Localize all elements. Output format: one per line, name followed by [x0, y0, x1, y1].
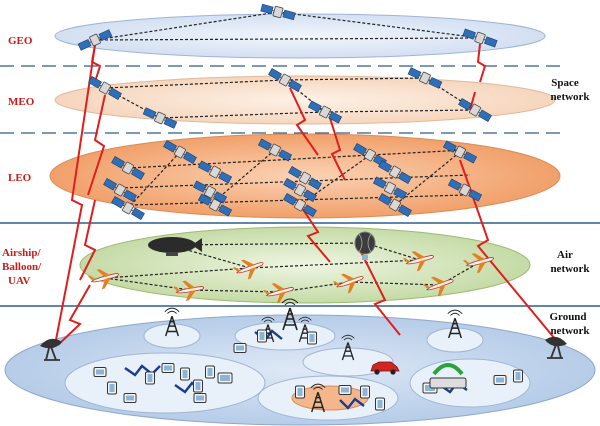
satellite-icon — [288, 166, 322, 190]
ground-cell-left — [64, 352, 266, 414]
satellite-icon — [372, 176, 408, 200]
device-icon — [360, 385, 370, 399]
device-icon — [295, 385, 305, 399]
label-airship: Airship/ — [2, 247, 41, 259]
label-air: Air — [557, 249, 573, 261]
aircraft-icon — [462, 253, 494, 274]
device-icon — [180, 367, 190, 381]
satellite-icon — [88, 76, 122, 100]
device-icon — [145, 371, 155, 385]
balloon-icon — [354, 231, 376, 260]
device-icon — [193, 393, 207, 403]
satellite-icon — [257, 138, 293, 162]
ground-station-dish-icon — [40, 338, 62, 361]
device-icon — [123, 393, 137, 403]
label-space-network: network — [550, 91, 590, 103]
label-uav: UAV — [8, 275, 30, 287]
device-icon — [205, 365, 215, 379]
aircraft-icon — [173, 280, 205, 301]
device-icon — [193, 379, 203, 393]
satellite-icon — [442, 140, 478, 164]
device-icon — [513, 369, 523, 383]
label-air-network: network — [550, 263, 590, 275]
satellite-icon — [197, 193, 233, 217]
satellite-icon — [283, 193, 317, 217]
ground-cell-right — [409, 358, 531, 408]
aircraft-icon — [262, 283, 294, 304]
device-icon — [338, 385, 352, 395]
label-balloon: Balloon/ — [2, 261, 42, 273]
label-leo: LEO — [8, 172, 32, 184]
satellite-icon — [197, 160, 233, 184]
device-icon — [93, 367, 107, 377]
label-ground: Ground — [549, 311, 586, 323]
satellite-icon — [307, 100, 343, 124]
label-ground-network: network — [550, 325, 590, 337]
label-geo: GEO — [8, 35, 33, 47]
satellites — [77, 3, 498, 220]
device-icon — [257, 329, 267, 343]
aircraft-icon — [402, 251, 434, 272]
satellite-icon — [353, 143, 387, 167]
label-meo: MEO — [8, 96, 35, 108]
device-icon — [375, 397, 385, 411]
cell-tower-icon — [310, 383, 326, 413]
ground-cell-small — [143, 323, 201, 349]
ground-cell-vehicle — [302, 347, 394, 377]
satellite-icon — [378, 160, 412, 184]
device-icon — [217, 372, 233, 384]
satellite-icon — [283, 178, 317, 202]
vehicle-icon — [370, 361, 400, 375]
geo-orbit-plane — [54, 13, 546, 59]
ground-cell-right-top — [426, 327, 484, 353]
satellite-icon — [111, 156, 145, 180]
cell-tower-icon — [341, 334, 355, 361]
satellite-icon — [268, 68, 302, 92]
aircraft-icon — [87, 269, 119, 290]
laptop-icon — [429, 363, 467, 389]
aircraft — [87, 251, 494, 304]
aircraft-icon — [332, 273, 364, 294]
satellite-icon — [192, 180, 228, 204]
satellite-icon — [163, 140, 197, 164]
satellite-icon — [458, 98, 492, 122]
device-icon — [493, 375, 507, 385]
satellite-icon — [111, 196, 145, 220]
satellite-icon — [103, 178, 137, 202]
ground-station-dish-icon — [545, 336, 567, 359]
cell-tower-icon — [164, 307, 180, 337]
cell-tower-icon — [281, 298, 299, 331]
device-icon — [107, 381, 117, 395]
satellite-icon — [142, 107, 178, 129]
ground-devices — [40, 298, 567, 413]
satellite-icon — [447, 178, 483, 202]
satellite-icon — [77, 29, 113, 51]
label-space: Space — [551, 77, 579, 89]
satellite-icon — [407, 67, 443, 89]
satellite-icon — [462, 28, 498, 48]
cell-tower-icon — [447, 309, 463, 339]
geo-links — [94, 11, 481, 41]
airship-icon — [148, 237, 202, 256]
device-icon — [161, 363, 175, 373]
satellite-icon — [378, 193, 412, 217]
meo-orbit-plane — [54, 75, 556, 125]
device-icon — [233, 343, 247, 353]
cross-layer-wireless-links — [54, 43, 561, 346]
aircraft-icon — [232, 259, 264, 280]
aircraft-icon — [422, 276, 454, 297]
device-icon — [307, 331, 317, 345]
satellite-icon — [260, 3, 296, 21]
air-links — [104, 242, 481, 293]
